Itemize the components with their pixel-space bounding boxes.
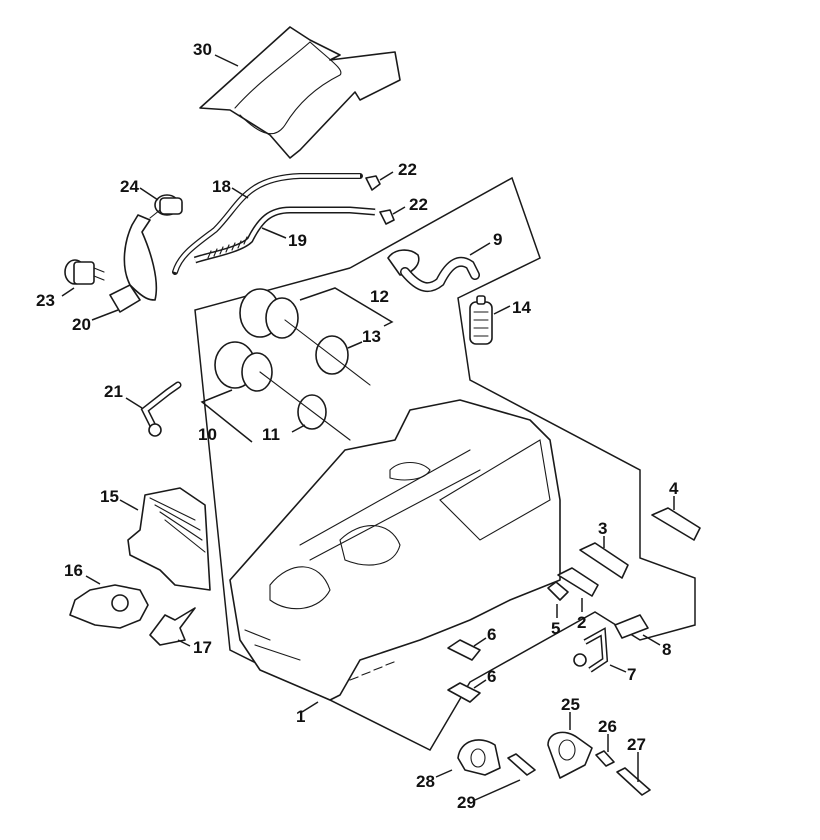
leader-16 [85, 575, 101, 585]
leader-15 [119, 499, 139, 511]
callout-6-upper: 6 [487, 625, 496, 644]
leader-10 [200, 389, 253, 443]
callout-1: 1 [296, 707, 305, 726]
leader-29 [474, 779, 521, 801]
part-18-hose[interactable] [172, 173, 363, 275]
part-22-fitting-lower[interactable] [379, 206, 406, 225]
leader-22b [392, 206, 406, 215]
part-8-filter[interactable] [614, 614, 661, 646]
callout-26: 26 [598, 717, 617, 736]
part-14-filter[interactable] [469, 295, 511, 345]
part-2-stud[interactable] [557, 567, 599, 612]
part-29-screw[interactable] [474, 753, 536, 801]
callout-5: 5 [551, 619, 560, 638]
leader-21 [125, 397, 143, 409]
part-12-pump-upper[interactable] [239, 287, 394, 386]
part-10-pump-lower[interactable] [200, 341, 351, 443]
callout-11: 11 [262, 425, 280, 444]
leader-8 [642, 634, 661, 646]
leader-23 [61, 287, 75, 297]
part-19-hose[interactable] [193, 206, 376, 264]
callout-4: 4 [669, 479, 679, 498]
callout-24: 24 [120, 177, 139, 196]
leader-19 [261, 227, 287, 239]
part-22-fitting-upper[interactable] [365, 171, 394, 191]
leader-11 [291, 424, 306, 433]
callout-9: 9 [493, 230, 502, 249]
callout-13: 13 [362, 327, 381, 346]
callout-23: 23 [36, 291, 55, 310]
leader-17 [177, 639, 191, 647]
leader-24 [139, 187, 159, 201]
leader-6a [473, 637, 487, 647]
callout-25: 25 [561, 695, 580, 714]
callout-30: 30 [193, 40, 212, 59]
part-5-sleeve[interactable] [547, 581, 569, 618]
part-9-elbow-hose[interactable] [387, 242, 491, 293]
leader-20 [91, 309, 119, 321]
part-7-oil-line[interactable] [573, 627, 627, 673]
callout-27: 27 [627, 735, 646, 754]
part-15-baffle[interactable] [119, 487, 211, 591]
leader-22a [379, 171, 394, 181]
part-6-block-upper[interactable] [447, 637, 487, 661]
leader-13 [347, 341, 363, 349]
leader-9 [469, 242, 491, 256]
part-24-grommet[interactable] [139, 187, 183, 219]
part-11-o-ring-lower[interactable] [291, 394, 327, 433]
callout-10: 10 [198, 425, 217, 444]
part-17-clip[interactable] [149, 607, 196, 647]
part-30-cover[interactable] [199, 26, 401, 159]
callout-2: 2 [577, 613, 586, 632]
callout-3: 3 [598, 519, 607, 538]
part-26-screw[interactable] [595, 734, 615, 767]
callout-12: 12 [370, 287, 389, 306]
leader-18 [231, 187, 249, 199]
part-4-stud[interactable] [651, 496, 701, 541]
part-27-screw[interactable] [616, 752, 651, 796]
callout-15: 15 [100, 487, 119, 506]
leader-28 [435, 769, 453, 778]
callout-28: 28 [416, 772, 435, 791]
part-6-block-lower[interactable] [447, 679, 487, 703]
part-21-pipe[interactable] [125, 381, 182, 437]
leader-7 [609, 664, 627, 673]
leader-30 [214, 54, 239, 67]
part-13-o-ring-upper[interactable] [315, 335, 363, 375]
part-28-bracket[interactable] [435, 739, 501, 778]
leader-12 [299, 287, 394, 327]
part-16-plate[interactable] [69, 575, 149, 629]
callout-29: 29 [457, 793, 476, 812]
callout-14: 14 [512, 298, 531, 317]
callout-22-lower: 22 [409, 195, 428, 214]
part-25-cover[interactable] [547, 712, 593, 779]
part-1-crankcase[interactable] [229, 399, 561, 713]
callout-21: 21 [104, 382, 123, 401]
leader-1 [301, 701, 319, 713]
callout-8: 8 [662, 640, 671, 659]
callout-7: 7 [627, 665, 636, 684]
callout-17: 17 [193, 638, 212, 657]
part-23-valve[interactable] [61, 259, 105, 297]
callout-16: 16 [64, 561, 83, 580]
part-20-bracket[interactable] [91, 214, 158, 321]
callout-19: 19 [288, 231, 307, 250]
leader-14 [493, 305, 511, 315]
callout-22-upper: 22 [398, 160, 417, 179]
callout-20: 20 [72, 315, 91, 334]
callout-18: 18 [212, 177, 231, 196]
callout-6-lower: 6 [487, 667, 496, 686]
leader-6b [473, 679, 487, 689]
part-3-stud[interactable] [579, 536, 629, 579]
